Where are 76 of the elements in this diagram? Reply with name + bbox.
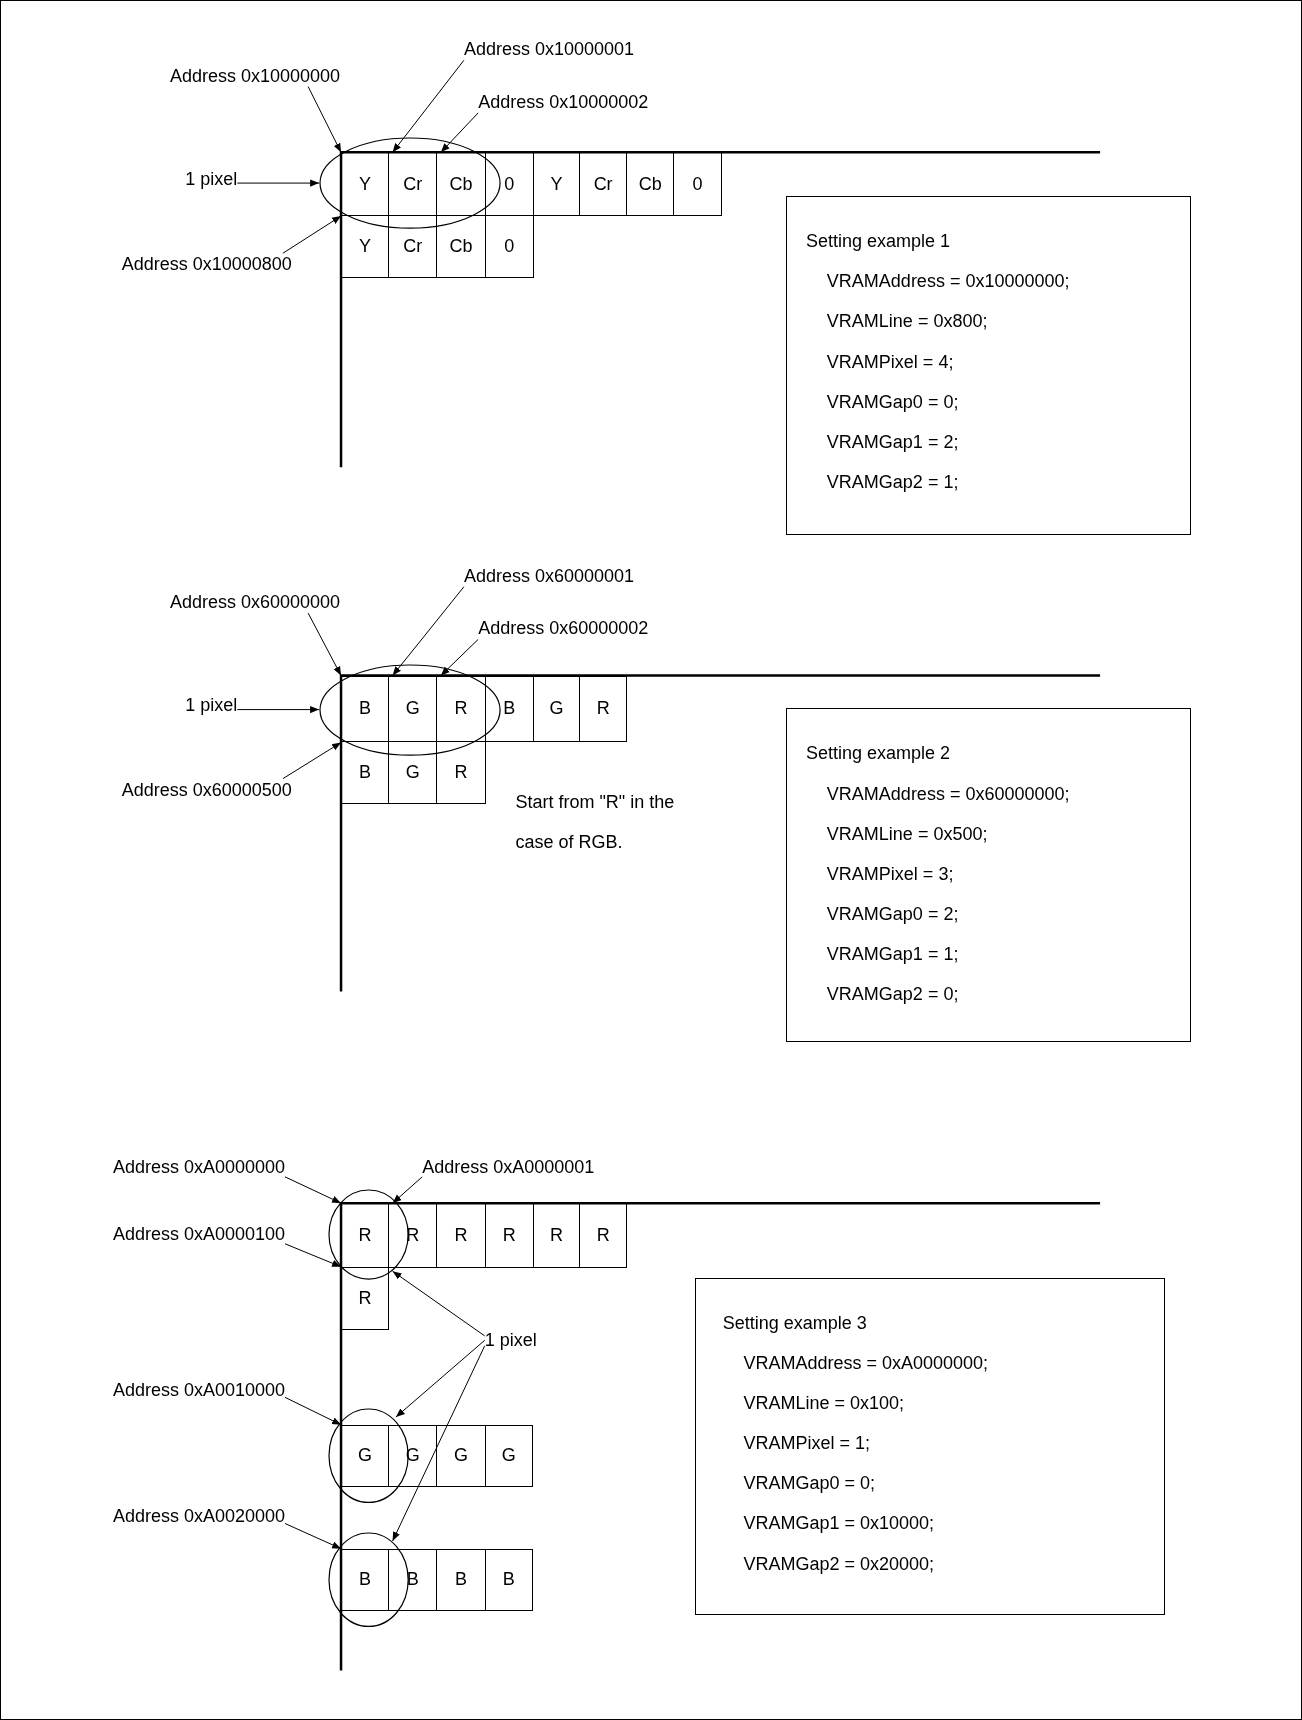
leader-arrow	[284, 1396, 342, 1426]
leader-arrow	[392, 1270, 486, 1337]
memory-cell: G	[436, 1424, 486, 1488]
memory-cell: B	[484, 1548, 533, 1612]
code-line: VRAMLine = 0x500;	[826, 822, 988, 845]
panel-heading: Setting example 3	[722, 1311, 867, 1334]
pixel-label: 1 pixel	[185, 694, 238, 717]
settings-panel	[695, 1277, 1165, 1615]
code-line: VRAMAddress = 0xA0000000;	[743, 1351, 989, 1374]
address-label: Address 0xA0000001	[422, 1156, 595, 1178]
code-line: VRAMAddress = 0x10000000;	[826, 270, 1070, 293]
code-line: VRAMGap1 = 0x10000;	[743, 1512, 935, 1535]
address-label: Address 0xA0020000	[112, 1504, 285, 1527]
memory-cell: G	[533, 675, 581, 743]
code-line: VRAMGap0 = 0;	[743, 1472, 876, 1495]
pixel-ellipse	[319, 663, 502, 756]
memory-cell: G	[484, 1424, 533, 1488]
pixel-label: 1 pixel	[185, 167, 238, 190]
settings-panel	[786, 708, 1192, 1042]
code-line: VRAMGap0 = 0;	[826, 390, 959, 413]
code-line: VRAMGap2 = 0;	[826, 983, 959, 1006]
leader-arrow	[392, 1176, 423, 1204]
code-line: VRAMLine = 0x800;	[826, 310, 988, 333]
leader-arrow	[392, 1345, 486, 1542]
code-line: VRAMGap1 = 2;	[826, 430, 959, 453]
settings-panel	[786, 196, 1192, 536]
memory-cell: B	[484, 675, 534, 743]
code-line: VRAMPixel = 1;	[743, 1432, 870, 1455]
code-line: VRAMGap2 = 0x20000;	[743, 1552, 935, 1575]
leader-arrow	[307, 612, 342, 677]
code-line: VRAMPixel = 4;	[826, 350, 954, 373]
pixel-ellipse	[319, 137, 502, 230]
address-label: Address 0x10000000	[169, 64, 341, 87]
code-line: VRAMPixel = 3;	[826, 862, 954, 885]
code-line: VRAMGap2 = 1;	[826, 471, 959, 493]
address-label: Address 0x60000001	[463, 564, 634, 587]
address-label: Address 0xA0000100	[112, 1222, 285, 1245]
address-label: Address 0x60000000	[169, 591, 341, 614]
address-label: Address 0x10000001	[463, 38, 634, 61]
leader-arrow	[440, 638, 479, 677]
panel-heading: Setting example 2	[806, 742, 951, 765]
leader-arrow	[282, 742, 342, 780]
panel-heading: Setting example 1	[806, 230, 951, 253]
memory-cell: R	[436, 741, 486, 804]
leader-arrow	[392, 586, 465, 677]
address-label: Address 0x10000800	[121, 253, 292, 276]
leader-arrow	[284, 1522, 342, 1550]
note-text: Start from "R" in the case of RGB.	[515, 790, 676, 854]
pixel-ellipse	[327, 1532, 409, 1628]
address-label: Address 0x10000002	[478, 90, 649, 113]
address-label: Address 0xA0000000	[112, 1156, 285, 1178]
memory-cell: B	[436, 1548, 486, 1612]
memory-cell: R	[579, 675, 628, 743]
address-label: Address 0x60000002	[478, 617, 649, 640]
memory-cell: 0	[673, 152, 722, 216]
pixel-ellipse	[327, 1188, 409, 1280]
leader-arrow	[236, 179, 320, 187]
leader-arrow	[392, 59, 465, 153]
leader-arrow	[284, 1243, 342, 1268]
leader-arrow	[307, 86, 342, 153]
memory-cell: 0	[484, 214, 534, 279]
pixel-label: 1 pixel	[484, 1329, 537, 1352]
code-line: VRAMLine = 0x100;	[743, 1391, 905, 1414]
address-label: Address 0xA0010000	[112, 1378, 285, 1401]
code-line: VRAMGap1 = 1;	[826, 943, 959, 966]
address-label: Address 0x60000500	[121, 778, 292, 801]
memory-cell: R	[579, 1203, 628, 1268]
leader-arrow	[284, 1176, 342, 1204]
code-line: VRAMGap0 = 2;	[826, 902, 959, 925]
leader-arrow	[395, 1339, 486, 1418]
leader-arrow	[236, 706, 320, 714]
code-line: VRAMAddress = 0x60000000;	[826, 782, 1070, 805]
memory-cell: B	[388, 1548, 438, 1612]
memory-cell: R	[341, 1266, 390, 1331]
leader-arrow	[282, 215, 342, 254]
leader-arrow	[440, 112, 479, 153]
